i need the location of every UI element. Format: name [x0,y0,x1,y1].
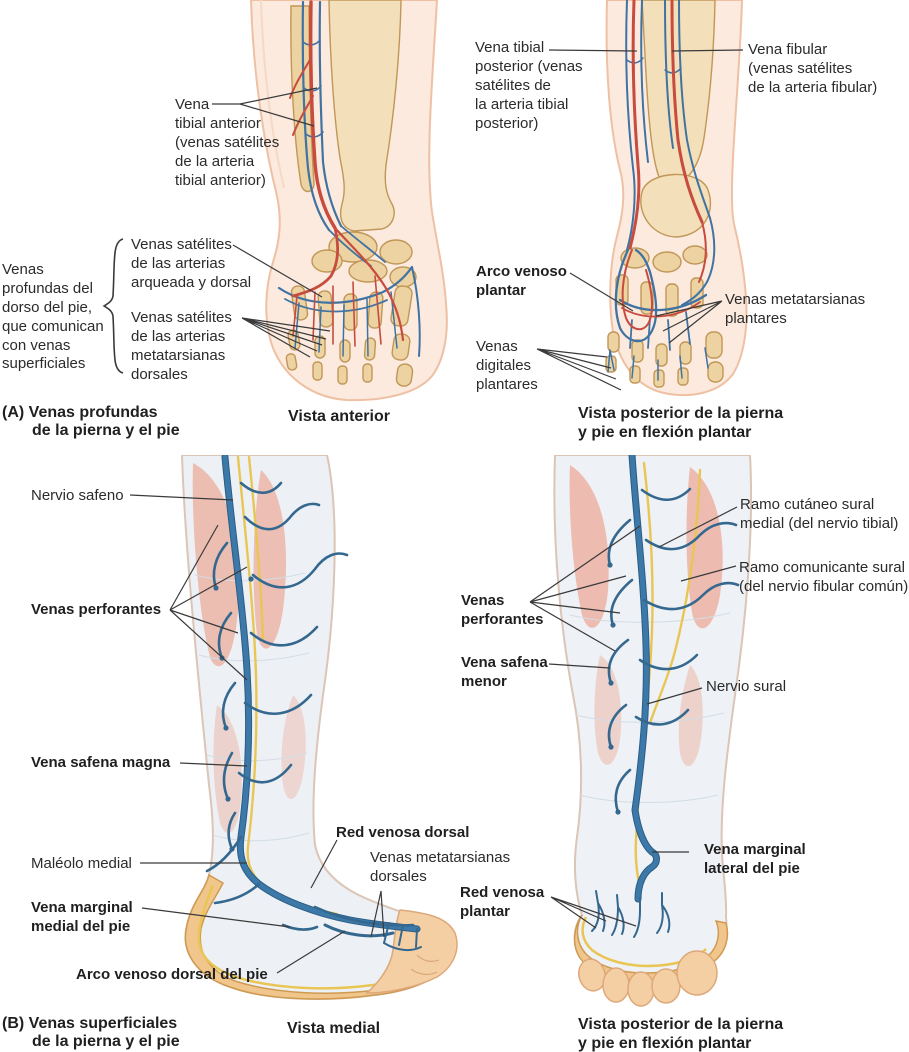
leader-venas-satelites-metatarsianas [241,317,331,358]
illustration-superficial-veins-posterior [553,455,753,1007]
view-caption-vista-posterior-a: Vista posterior de la pierna y pie en fl… [578,405,784,442]
perforator-dots [213,576,254,852]
label-venas-metatarsianas-dorsales: Venas metatarsianas dorsales [370,849,511,885]
label-venas-satelites-metatarsianas: Venas satélites de las arterias metatars… [131,309,232,383]
label-red-venosa-dorsal: Red venosa dorsal [336,824,470,841]
label-nervio-safeno: Nervio safeno [31,487,124,504]
leader-red-venosa-dorsal [310,839,338,889]
view-caption-vista-posterior-b: Vista posterior de la pierna y pie en fl… [578,1016,784,1052]
label-ramo-cutaneo-sural: Ramo cutáneo sural medial (del nervio ti… [740,496,899,532]
leader-vena-safena-magna [179,762,248,767]
label-venas-metatarsianas-plantares: Venas metatarsianas plantares [725,291,866,327]
leader-vena-tibial-posterior [548,49,638,52]
leader-arco-venoso-plantar [569,272,634,312]
view-caption-vista-medial: Vista medial [287,1020,381,1037]
arteries [289,0,405,347]
leader-venas-metatarsianas-dorsales [370,890,385,938]
leader-ramo-cutaneo-sural [658,506,738,548]
label-venas-satelites-arqueada: Venas satélites de las arterias arqueada… [131,236,252,291]
label-venas-perforantes-posterior: Venas perforantes [461,592,544,628]
leader-nervio-sural [646,687,703,705]
toes [578,950,718,1007]
veins [205,455,422,952]
leader-red-venosa-plantar [550,896,637,929]
leader-venas-digitales-plantares [536,348,622,391]
illustration-deep-veins-posterior [605,0,748,397]
label-vena-tibial-anterior: Vena tibial anterior (venas satélites de… [175,96,280,189]
label-vena-marginal-lateral: Vena marginal lateral del pie [704,841,806,877]
label-nervio-sural: Nervio sural [706,678,787,695]
leader-vena-fibular [671,49,744,52]
leader-arco-venoso-dorsal [276,930,346,974]
leader-venas-metatarsianas-plantares [655,300,723,344]
label-venas-perforantes-medial: Venas perforantes [31,601,162,618]
label-venas-profundas-dorso: Venas profundas del dorso del pie, que c… [2,261,104,373]
label-maleolo-medial: Maléolo medial [31,855,132,872]
view-caption-vista-anterior: Vista anterior [288,408,390,425]
label-vena-safena-menor: Vena safena menor [461,654,548,690]
leader-nervio-safeno [129,494,234,501]
fascia-streaks [194,572,310,842]
leader-ramo-comunicante-sural [680,565,737,582]
label-red-venosa-plantar: Red venosa plantar [460,884,545,920]
illustration-deep-veins-anterior [249,0,448,402]
perforator-dots [607,562,621,815]
label-vena-marginal-medial: Vena marginal medial del pie [31,899,133,935]
veins [591,455,740,938]
caption-panel-b: (B) Venas superficiales de la pierna y e… [2,1015,180,1051]
caption-panel-a: (A) Venas profundas de la pierna y el pi… [2,404,180,440]
label-ramo-comunicante-sural: Ramo comunicante sural (del nervio fibul… [739,559,909,595]
leader-vena-tibial-anterior [212,87,318,127]
leader-venas-perforantes-posterior [529,525,641,652]
muscle-shading [569,465,723,767]
leader-venas-perforantes-medial [169,524,248,681]
illustration-superficial-veins-medial [180,455,458,1000]
veins [607,0,716,381]
leader-vena-marginal-medial [141,907,291,928]
label-vena-tibial-posterior: Vena tibial posterior (venas satélites d… [475,39,583,132]
label-vena-fibular: Vena fibular (venas satélites de la arte… [748,41,878,96]
bones [605,0,724,388]
label-arco-venoso-plantar: Arco venoso plantar [476,263,567,299]
label-vena-safena-magna: Vena safena magna [31,754,171,771]
arteries [621,0,707,331]
label-arco-venoso-dorsal: Arco venoso dorsal del pie [76,966,268,983]
leader-venas-satelites-arqueada [232,244,323,298]
leader-vena-safena-menor [548,663,611,669]
brace-venas-profundas [102,238,124,374]
label-venas-digitales-plantares: Venas digitales plantares [476,338,538,393]
